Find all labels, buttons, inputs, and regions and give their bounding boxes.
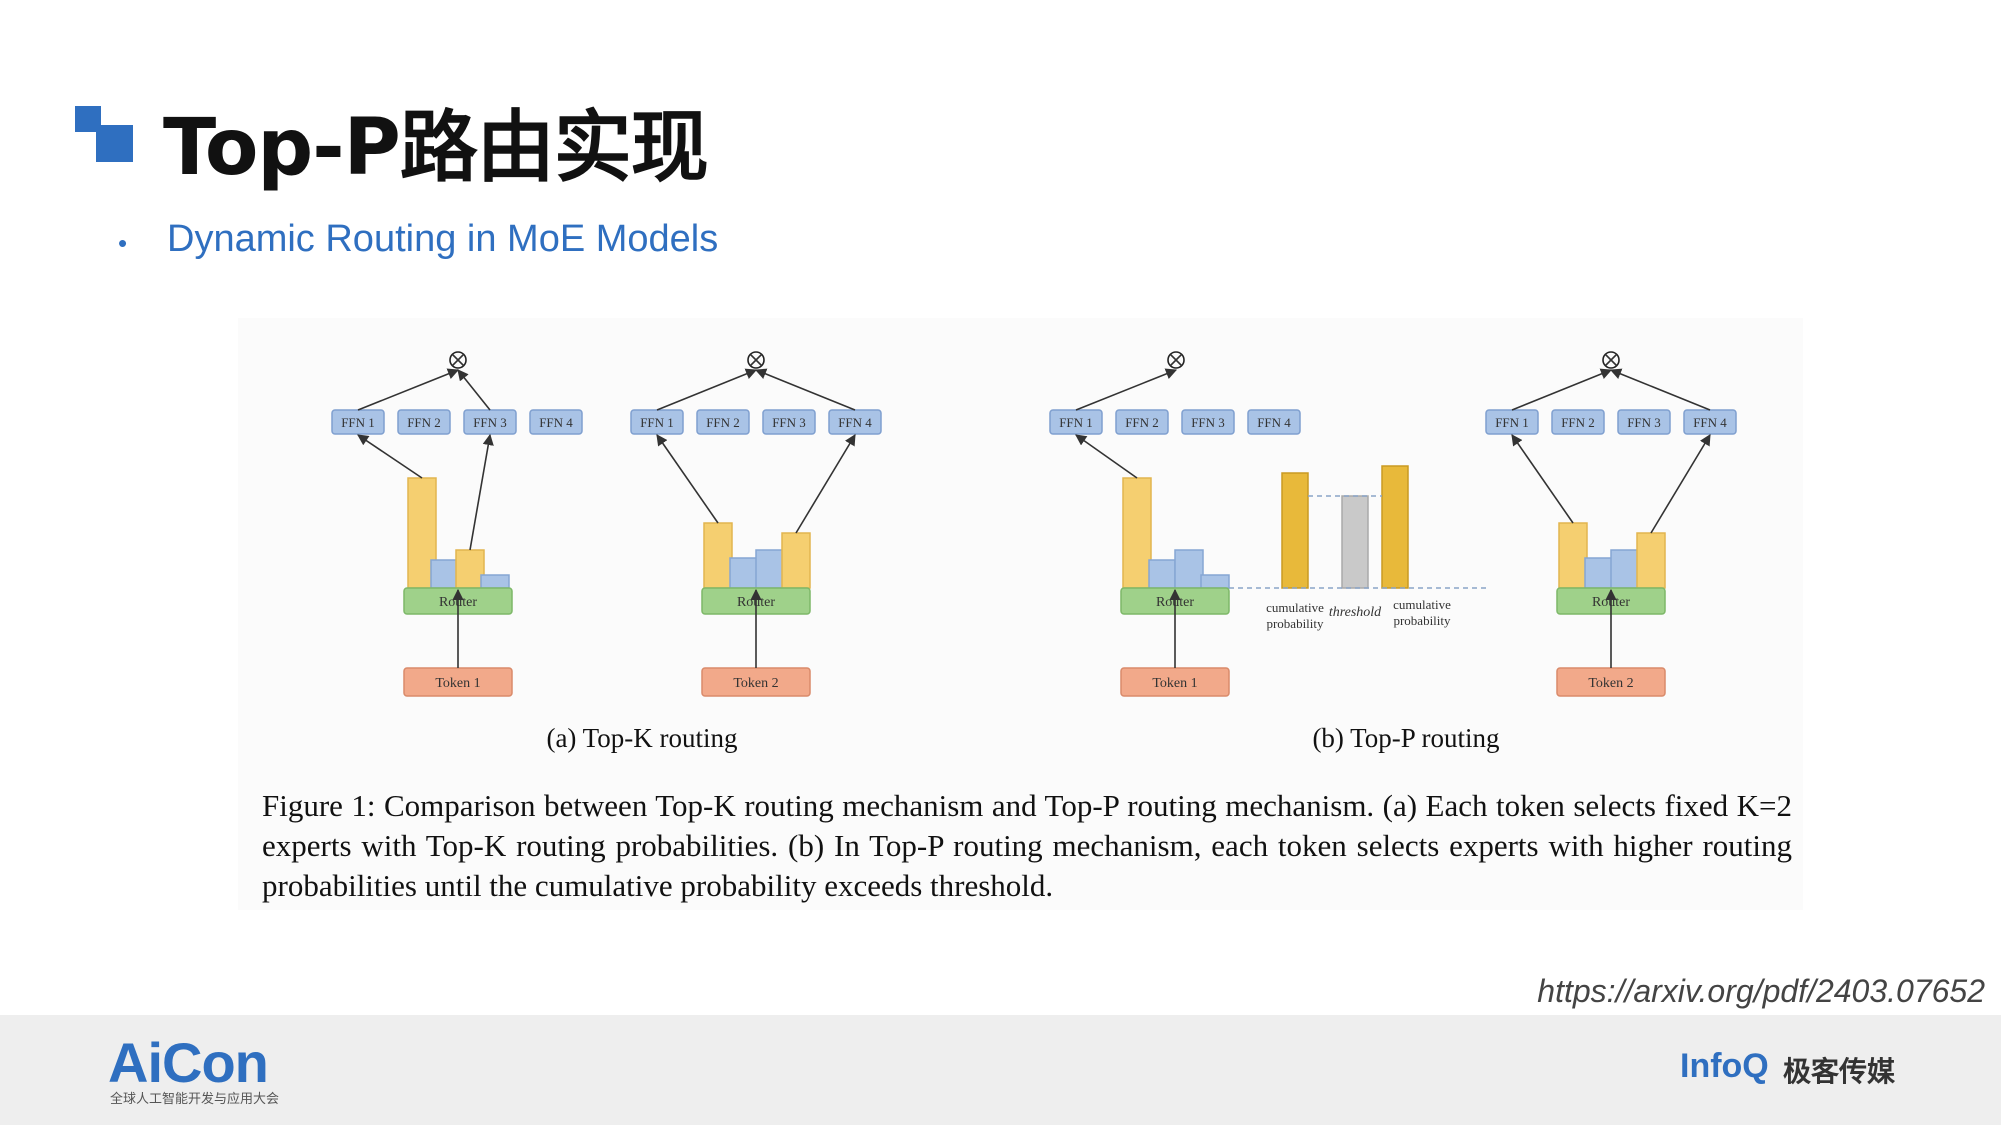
aicon-subtitle: 全球人工智能开发与应用大会: [110, 1091, 280, 1106]
ffn-b1-3-label: FFN 3: [1191, 415, 1225, 430]
page-subtitle: Dynamic Routing in MoE Models: [167, 218, 719, 260]
ffn-a1-2: [397, 409, 451, 435]
prob-bar-b2-3: [1610, 549, 1640, 589]
prob-bar-a1-2: [430, 559, 458, 589]
source-link[interactable]: https://arxiv.org/pdf/2403.07652: [1537, 973, 1985, 1009]
arrow-bar-ffn-a2-1: [656, 434, 719, 524]
prob-bar-a1-4: [480, 574, 510, 589]
arrow-ffn-combine-b2-4: [1609, 368, 1711, 411]
combine-b1-x2: [1169, 353, 1183, 367]
prob-bar-a2-1: [703, 522, 733, 589]
cumulative-right-line2: probability: [1393, 613, 1451, 628]
title-square-large: [96, 125, 133, 162]
arrow-ffn-combine-b1-1: [1075, 368, 1178, 411]
arrow-ffn-combine-b2-1: [1511, 368, 1613, 411]
prob-bar-b1-3: [1174, 549, 1204, 589]
combine-a2-x2: [749, 353, 763, 367]
arrow-ffn-combine-a2-1: [656, 368, 758, 411]
arrow-bar-ffn-b2-1: [1511, 434, 1574, 524]
combine-a1: [449, 351, 467, 369]
ffn-b2-3-label: FFN 3: [1627, 415, 1661, 430]
prob-bar-b1-4: [1200, 574, 1230, 589]
footer-bar: [0, 1015, 2001, 1125]
arrow-bar-ffn-a1-1: [357, 434, 423, 479]
ffn-a1-3-label: FFN 3: [473, 415, 507, 430]
prob-bar-a2-3: [755, 549, 785, 589]
bullet-dot: •: [118, 228, 128, 258]
ffn-a2-4-label: FFN 4: [838, 415, 872, 430]
arrow-ffn-combine-a1-1: [357, 368, 460, 411]
ffn-b2-3: [1617, 409, 1671, 435]
ffn-a2-3: [762, 409, 816, 435]
arrow-bar-ffn-b1-1: [1075, 434, 1138, 479]
threshold-label: threshold: [1329, 605, 1382, 620]
token-b1-label: Token 1: [1152, 676, 1197, 691]
prob-bar-b1-1: [1122, 477, 1152, 589]
page-title: Top-P路由实现: [163, 103, 709, 193]
geek-media-logo: 极客传媒: [1783, 1056, 1896, 1087]
prob-bar-b2-4: [1636, 532, 1666, 589]
combine-a1-x2: [451, 353, 465, 367]
prob-bar-b2-2: [1584, 557, 1614, 589]
ffn-a1-1-label: FFN 1: [341, 415, 375, 430]
combine-b2: [1602, 351, 1620, 369]
cumulative-bar-right: [1381, 465, 1409, 589]
cumulative-left-line1: cumulative: [1266, 600, 1324, 615]
ffn-a2-3-label: FFN 3: [772, 415, 806, 430]
ffn-b1-3: [1181, 409, 1235, 435]
panel-a-label: (a) Top-K routing: [546, 723, 737, 753]
arrow-ffn-combine-a2-4: [754, 368, 856, 411]
token-a2-label: Token 2: [733, 676, 778, 691]
ffn-b2-4-label: FFN 4: [1693, 415, 1727, 430]
arrow-bar-ffn-b2-4: [1650, 434, 1711, 534]
ffn-a2-1-label: FFN 1: [640, 415, 674, 430]
ffn-b2-1-label: FFN 1: [1495, 415, 1529, 430]
ffn-b1-4: [1247, 409, 1301, 435]
prob-bar-b1-2: [1148, 559, 1176, 589]
combine-b2-x2: [1604, 353, 1618, 367]
ffn-b2-2: [1551, 409, 1605, 435]
arrow-ffn-combine-a1-3: [457, 369, 491, 411]
arrow-bar-ffn-a1-3: [469, 433, 494, 551]
ffn-b1-2: [1115, 409, 1169, 435]
cumulative-bar-left: [1281, 472, 1309, 589]
ffn-a2-2: [696, 409, 750, 435]
ffn-a1-4: [529, 409, 583, 435]
threshold-bar: [1341, 495, 1369, 589]
ffn-b1-4-label: FFN 4: [1257, 415, 1291, 430]
token-a1-label: Token 1: [435, 676, 480, 691]
combine-b1: [1167, 351, 1185, 369]
infoq-logo: InfoQ: [1680, 1047, 1769, 1085]
figure-caption: Figure 1: Comparison between Top-K routi…: [262, 788, 1792, 903]
cumulative-left-line2: probability: [1266, 616, 1324, 631]
aicon-logo: AiCon: [108, 1031, 269, 1094]
arrow-bar-ffn-a2-4: [795, 434, 856, 534]
prob-bar-a1-3: [455, 549, 485, 589]
token-b2-label: Token 2: [1588, 676, 1633, 691]
prob-bar-a2-4: [781, 532, 811, 589]
prob-bar-b2-1: [1558, 522, 1588, 589]
ffn-b1-1-label: FFN 1: [1059, 415, 1093, 430]
ffn-b1-2-label: FFN 2: [1125, 415, 1159, 430]
combine-a2: [747, 351, 765, 369]
cumulative-right-line1: cumulative: [1393, 597, 1451, 612]
ffn-b2-2-label: FFN 2: [1561, 415, 1595, 430]
ffn-a1-4-label: FFN 4: [539, 415, 573, 430]
ffn-a1-2-label: FFN 2: [407, 415, 441, 430]
ffn-a2-2-label: FFN 2: [706, 415, 740, 430]
panel-b-label: (b) Top-P routing: [1312, 723, 1499, 753]
prob-bar-a2-2: [729, 557, 759, 589]
